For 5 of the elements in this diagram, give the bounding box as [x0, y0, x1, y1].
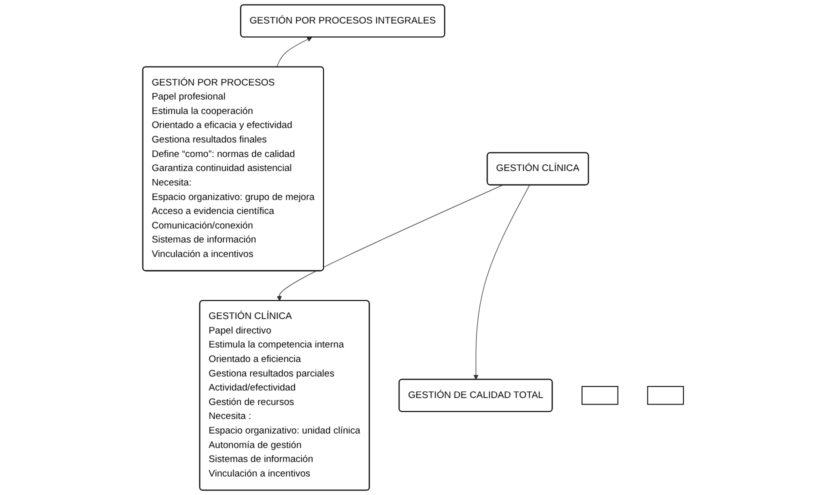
node-box — [648, 386, 684, 405]
arrow — [276, 37, 312, 68]
node-box — [582, 386, 619, 405]
arrow — [277, 184, 504, 302]
arrow — [474, 184, 530, 380]
